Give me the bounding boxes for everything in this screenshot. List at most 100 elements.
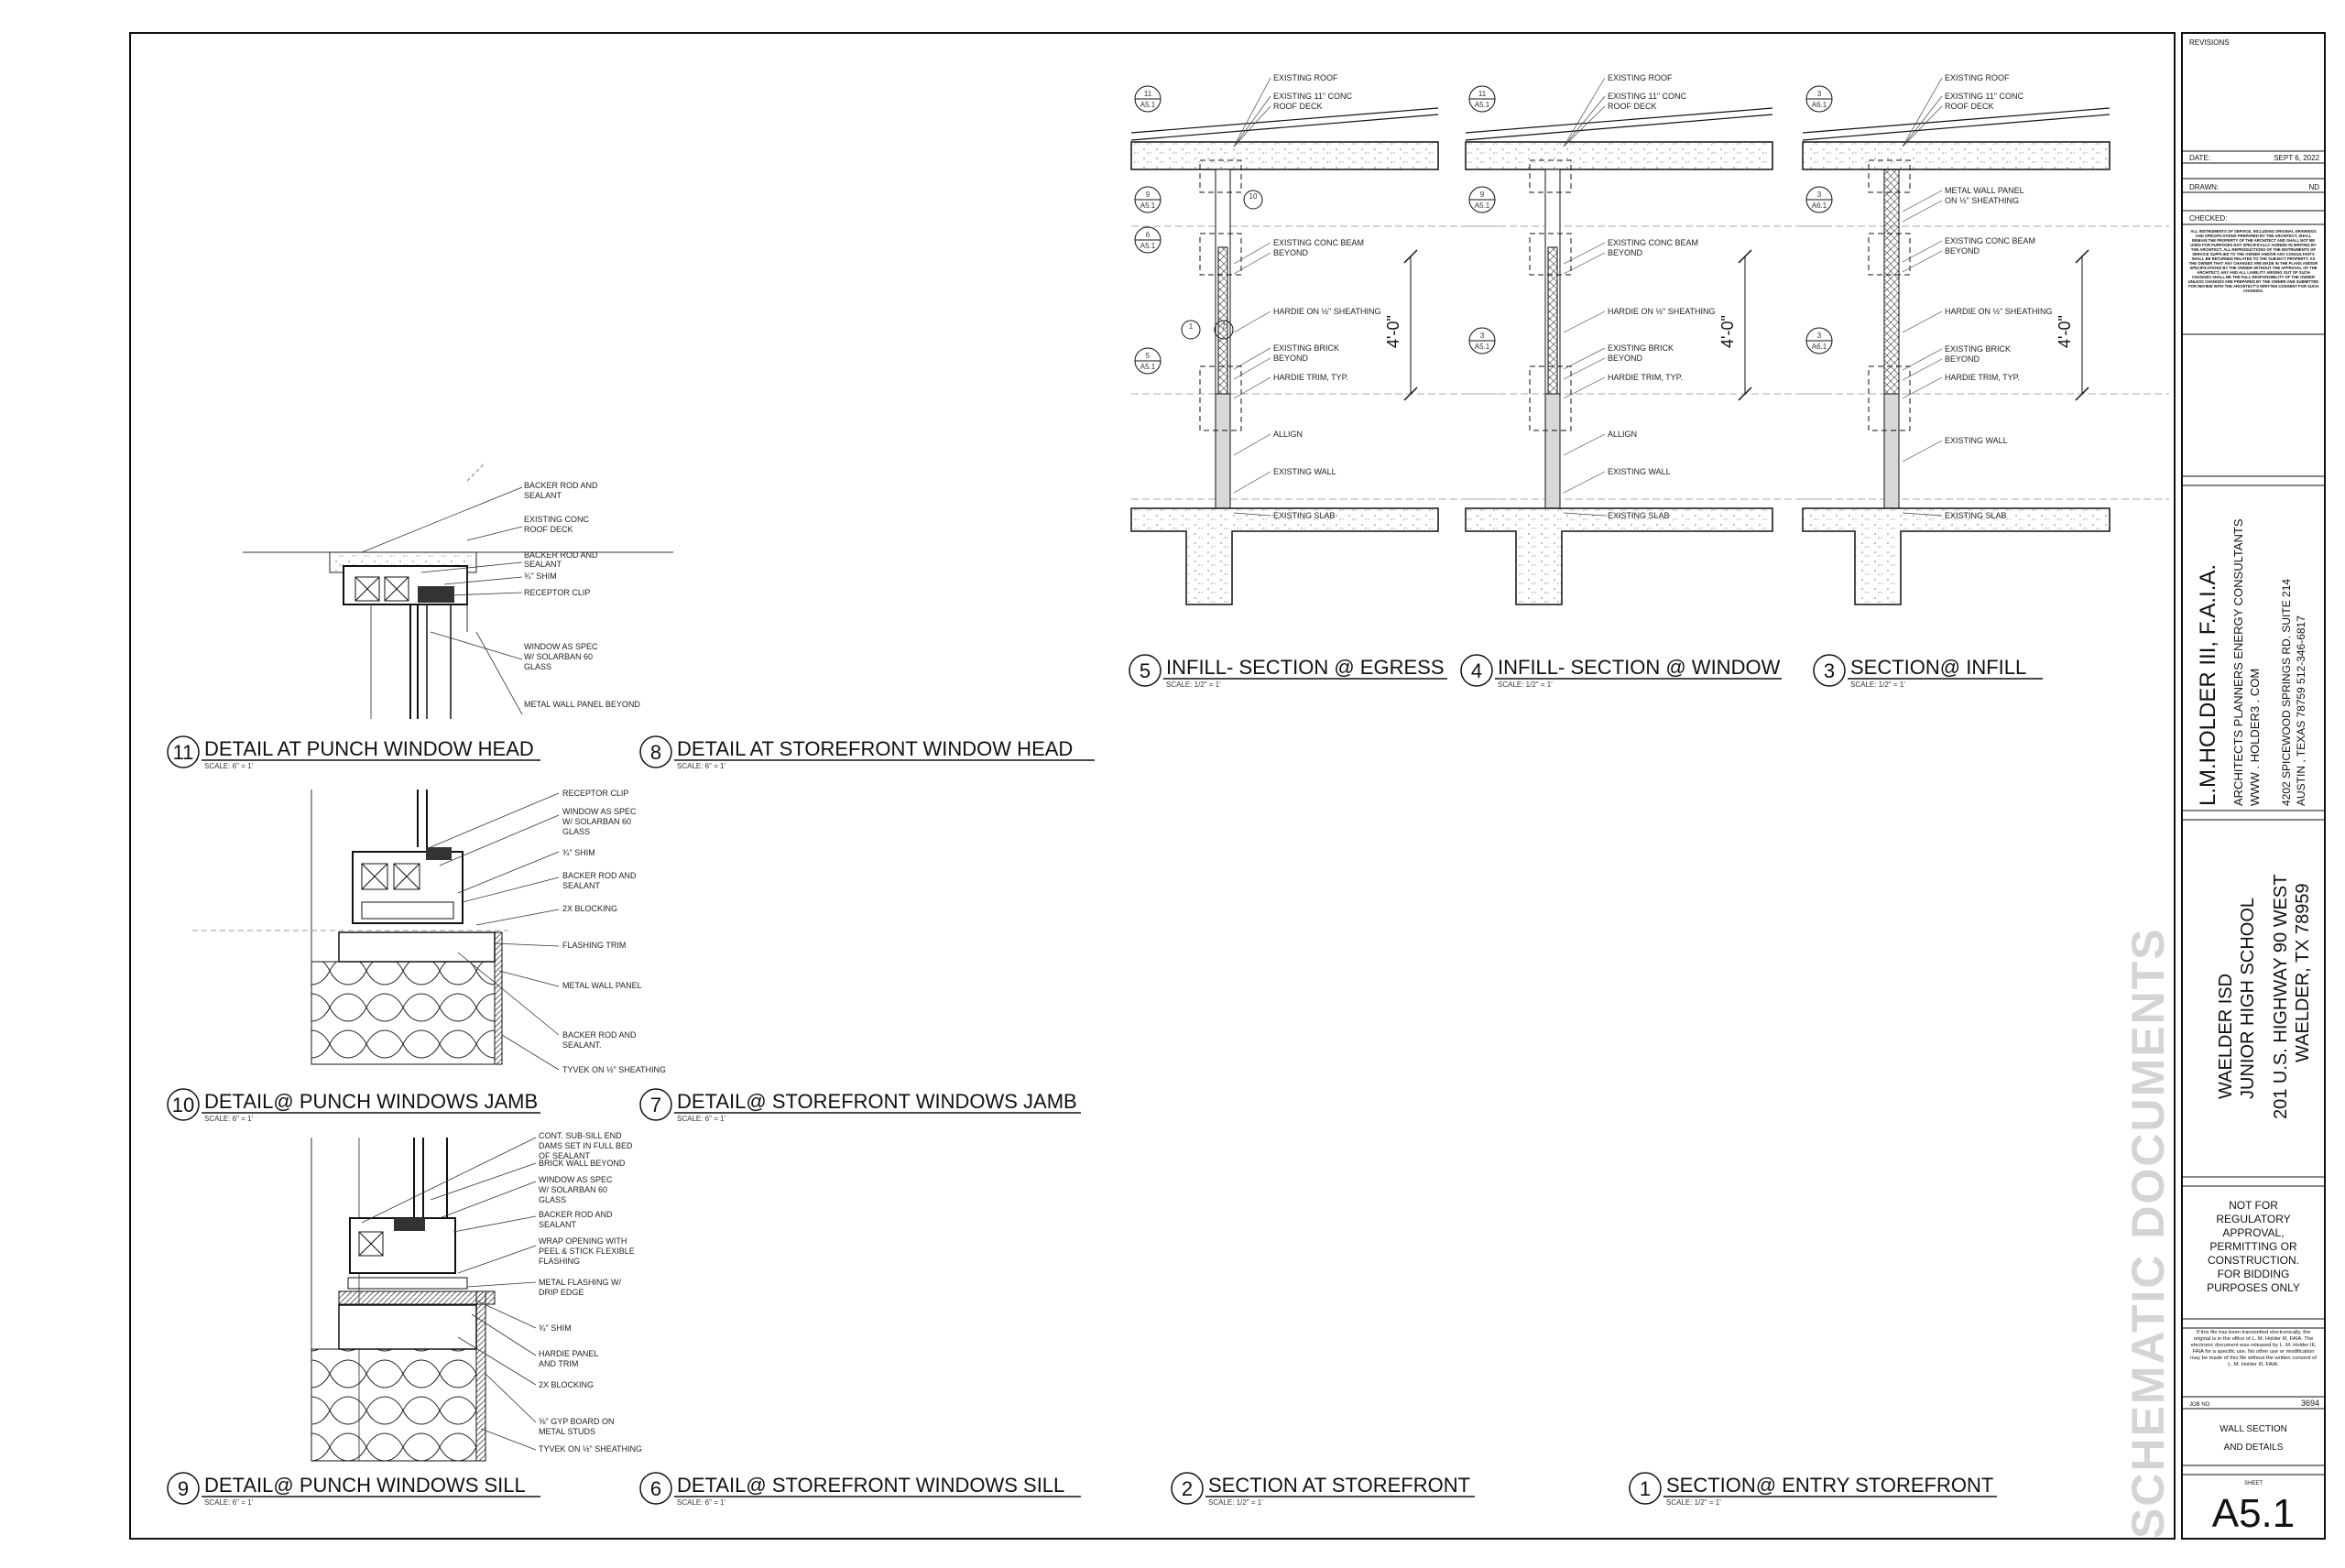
detail-bubble <box>167 1088 200 1121</box>
note-label: RECEPTOR CLIP <box>562 789 628 798</box>
section-note: EXISTING BRICK <box>1945 344 2011 354</box>
detail-scale: SCALE: 6" = 1' <box>204 1115 254 1123</box>
not-for-line: CONSTRUCTION. <box>2208 1254 2299 1267</box>
note-label: GLASS <box>539 1195 566 1204</box>
project-line4: WAELDER, TX 78959 <box>2293 883 2313 1062</box>
section-note: BEYOND <box>1273 248 1309 257</box>
section-note: EXISTING ROOF <box>1273 73 1338 82</box>
not-for-line: APPROVAL, <box>2222 1226 2284 1239</box>
section-note: EXISTING ROOF <box>1945 73 2010 82</box>
ref-sheet: A5.1 <box>1475 201 1490 210</box>
ref-sheet: A5.1 <box>1475 101 1490 109</box>
note-label: METAL WALL PANEL <box>562 981 642 990</box>
note-label: WINDOW AS SPEC <box>539 1175 613 1184</box>
detail-scale: SCALE: 1/2" = 1' <box>1498 681 1553 689</box>
detail-bubble <box>1813 654 1846 687</box>
firm-line1: ARCHITECTS PLANNERS ENERGY CONSULTANTS <box>2231 518 2245 806</box>
drawn-label: DRAWN: <box>2189 183 2219 191</box>
note-label: TYVEK ON ½" SHEATHING <box>562 1065 666 1074</box>
note-label: SEALANT <box>539 1220 577 1229</box>
section-note: HARDIE ON ½" SHEATHING <box>1608 307 1716 316</box>
section-note: HARDIE TRIM, TYP. <box>1273 373 1348 382</box>
jamb-detail-drawing <box>192 789 508 1065</box>
section-note: EXISTING BRICK <box>1273 343 1339 353</box>
detail-bubble <box>639 1472 672 1505</box>
ref-sheet: A5.1 <box>1140 363 1156 371</box>
detail-bubble <box>167 1472 200 1505</box>
not-for-line: PERMITTING OR <box>2209 1240 2297 1253</box>
firm-line4: AUSTIN , TEXAS 78759 512-346-6817 <box>2295 615 2307 806</box>
section-note: EXISTING 11" CONC <box>1608 92 1687 101</box>
section-note: EXISTING BRICK <box>1608 343 1674 353</box>
section-note: BEYOND <box>1608 354 1643 363</box>
note-label: ⅝" GYP BOARD ON <box>539 1417 615 1426</box>
detail-scale: SCALE: 6" = 1' <box>204 762 254 770</box>
detail-title: SECTION@ ENTRY STOREFRONT <box>1666 1474 1993 1497</box>
note-label: HARDIE PANEL <box>539 1349 598 1358</box>
section-note: ROOF DECK <box>1945 102 1994 111</box>
detail-title: INFILL- SECTION @ EGRESS <box>1166 656 1445 679</box>
detail-scale: SCALE: 1/2" = 1' <box>1208 1498 1263 1507</box>
note-label: ¾" SHIM <box>562 848 595 857</box>
note-label: FLASHING <box>539 1257 580 1266</box>
section-note: BEYOND <box>1945 246 1980 256</box>
ref-sheet: A6.1 <box>1812 201 1827 210</box>
detail-number: 10 <box>172 1094 194 1116</box>
note-label: W/ SOLARBAN 60 <box>539 1185 607 1194</box>
date-value: SEPT 6, 2022 <box>2274 154 2319 162</box>
ref-sheet: A5.1 <box>1475 343 1490 351</box>
detail-title: SECTION AT STOREFRONT <box>1208 1474 1470 1497</box>
section-note: HARDIE TRIM, TYP. <box>1945 373 2020 382</box>
section-note: ALLIGN <box>1273 430 1303 439</box>
firm-line3: 4202 SPICEWOOD SPRINGS RD. SUITE 214 <box>2280 579 2293 806</box>
section-note: EXISTING SLAB <box>1945 511 2007 520</box>
section-note: METAL WALL PANEL <box>1945 186 2024 195</box>
not-for-line: NOT FOR <box>2229 1199 2278 1212</box>
section-note: EXISTING 11" CONC <box>1273 92 1353 101</box>
section-note: ROOF DECK <box>1608 102 1657 111</box>
section-ref-bubble: 5A5.1 <box>1134 347 1162 375</box>
detail-bubble <box>167 735 200 768</box>
detail-number: 11 <box>173 741 194 764</box>
note-label: BACKER ROD AND <box>562 871 637 880</box>
section-note: HARDIE ON ½" SHEATHING <box>1273 307 1381 316</box>
electronic-note-box: If this file has been transmitted electr… <box>2190 1330 2317 1367</box>
note-label: OF SEALANT <box>539 1151 591 1160</box>
section-ref-bubble: 3A6.1 <box>1805 327 1833 354</box>
ref-number: 9 <box>1480 191 1485 199</box>
small-ref-bubble: 10 <box>1243 190 1263 210</box>
detail-scale: SCALE: 6" = 1' <box>204 1498 254 1507</box>
detail-title: DETAIL@ STOREFRONT WINDOWS JAMB <box>677 1090 1077 1113</box>
section-note: EXISTING WALL <box>1945 436 2008 445</box>
section-note: ROOF DECK <box>1273 102 1323 111</box>
ref-sheet: A6.1 <box>1812 101 1827 109</box>
ref-sheet: A5.1 <box>1140 101 1156 109</box>
dimension-4ft: 4'-0" <box>1384 315 1402 348</box>
note-label: ¾" SHIM <box>524 572 557 581</box>
section-note: EXISTING CONC BEAM <box>1608 238 1698 247</box>
note-label: W/ SOLARBAN 60 <box>524 652 593 661</box>
ref-sheet: A5.1 <box>1140 201 1156 210</box>
legal-notice-box: ALL INSTRUMENTS OF SERVICE, INCLUDING OR… <box>2188 229 2318 293</box>
detail-number: 8 <box>650 741 661 764</box>
note-label: BRICK WALL BEYOND <box>539 1159 626 1168</box>
detail-number: 4 <box>1471 659 1482 682</box>
ref-sheet: A5.1 <box>1140 242 1156 250</box>
note-label: WINDOW AS SPEC <box>524 642 598 651</box>
